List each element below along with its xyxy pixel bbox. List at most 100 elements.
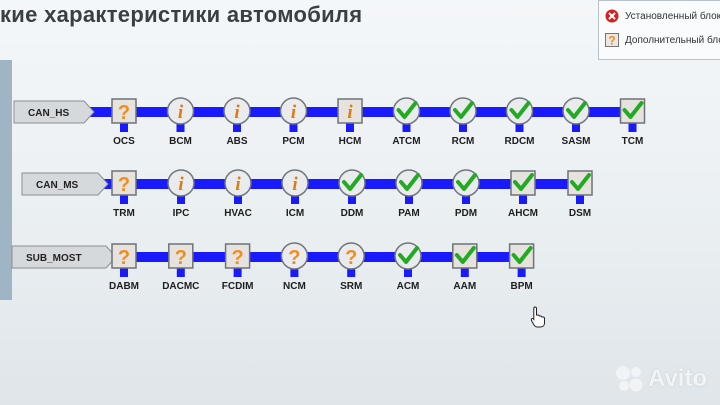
module-frame bbox=[224, 243, 251, 269]
module-frame bbox=[223, 97, 251, 125]
module-acm[interactable]: ACM bbox=[394, 242, 422, 292]
avito-dots-icon bbox=[616, 366, 643, 392]
module-connector bbox=[347, 267, 356, 277]
module-aam[interactable]: AAM bbox=[452, 243, 478, 292]
check-icon bbox=[456, 173, 477, 191]
module-connector bbox=[176, 122, 185, 132]
check-icon bbox=[396, 101, 418, 119]
info-icon: i bbox=[178, 174, 184, 195]
question-icon: ? bbox=[288, 247, 300, 269]
info-icon: i bbox=[178, 102, 184, 123]
bus-label-box bbox=[13, 100, 95, 124]
module-connector bbox=[291, 194, 299, 204]
module-sasm[interactable]: SASM bbox=[562, 97, 591, 147]
module-connector bbox=[572, 122, 580, 132]
module-label: RCM bbox=[452, 136, 475, 147]
module-connector bbox=[402, 122, 411, 132]
module-connector bbox=[404, 267, 412, 277]
module-connector bbox=[517, 267, 526, 277]
orange-question-icon: ? bbox=[605, 33, 619, 47]
module-label: PDM bbox=[455, 208, 477, 219]
info-icon: i bbox=[234, 102, 240, 123]
module-connector bbox=[515, 122, 524, 132]
question-icon: ? bbox=[118, 247, 130, 269]
module-label: SASM bbox=[562, 136, 591, 147]
page-title: кие характеристики автомобиля bbox=[0, 2, 363, 27]
module-dabm[interactable]: ?DABM bbox=[109, 243, 139, 292]
legend-panel: Установленный блок ? Дополнительный блок bbox=[598, 0, 720, 60]
module-ahcm[interactable]: AHCM bbox=[508, 170, 538, 219]
check-icon bbox=[342, 173, 363, 191]
info-icon: i bbox=[291, 102, 297, 123]
module-label: FCDIM bbox=[222, 281, 254, 292]
module-frame bbox=[337, 242, 365, 270]
module-label: AHCM bbox=[508, 208, 538, 219]
bus-label[interactable]: CAN_HS bbox=[13, 100, 95, 124]
question-icon: ? bbox=[118, 174, 130, 196]
red-x-icon bbox=[605, 9, 619, 23]
module-dacmc[interactable]: ?DACMC bbox=[162, 243, 199, 292]
module-connector bbox=[290, 267, 299, 277]
module-label: PAM bbox=[398, 208, 419, 219]
bus-label-text: SUB_MOST bbox=[26, 253, 82, 264]
module-connector bbox=[289, 122, 298, 132]
module-label: AAM bbox=[453, 281, 476, 292]
module-pdm[interactable]: PDM bbox=[452, 169, 480, 219]
module-ddm[interactable]: DDM bbox=[338, 169, 366, 219]
module-label: ABS bbox=[226, 136, 247, 147]
module-frame bbox=[167, 169, 195, 197]
module-dsm[interactable]: DSM bbox=[567, 170, 593, 219]
module-frame bbox=[280, 242, 309, 270]
avito-watermark: Avito bbox=[614, 364, 707, 394]
module-label: SRM bbox=[340, 281, 362, 292]
module-connector bbox=[176, 267, 185, 277]
module-trm[interactable]: ?TRM bbox=[111, 170, 137, 219]
check-icon bbox=[570, 173, 591, 191]
bus-label-text: CAN_HS bbox=[28, 108, 69, 119]
module-pam[interactable]: PAM bbox=[395, 169, 423, 219]
module-connector bbox=[405, 194, 413, 204]
module-connector bbox=[576, 194, 584, 204]
module-connector bbox=[348, 194, 356, 204]
module-rdcm[interactable]: RDCM bbox=[505, 97, 535, 147]
module-label: TCM bbox=[622, 136, 644, 147]
module-label: PCM bbox=[282, 136, 304, 147]
bus-label[interactable]: CAN_MS bbox=[21, 172, 109, 196]
module-label: IPC bbox=[173, 208, 190, 219]
bus-label[interactable]: SUB_MOST bbox=[11, 245, 117, 269]
module-label: RDCM bbox=[505, 136, 535, 147]
question-icon: ? bbox=[231, 247, 243, 269]
module-ncm[interactable]: ?NCM bbox=[280, 242, 309, 292]
module-ocs[interactable]: ?OCS bbox=[111, 98, 137, 147]
module-fcdim[interactable]: ? FCDIM bbox=[222, 243, 254, 292]
info-icon: i bbox=[235, 174, 241, 195]
module-label: BCM bbox=[169, 136, 192, 147]
legend-label-additional: Дополнительный блок bbox=[625, 34, 720, 46]
module-frame bbox=[111, 243, 137, 269]
module-bpm[interactable]: BPM bbox=[508, 243, 535, 292]
module-tcm[interactable]: TCM bbox=[619, 98, 646, 147]
module-connector bbox=[628, 122, 637, 132]
module-srm[interactable]: ?SRM bbox=[337, 242, 365, 292]
module-connector bbox=[120, 267, 128, 277]
avito-text: Avito bbox=[648, 365, 708, 392]
module-connector bbox=[233, 122, 241, 132]
check-icon bbox=[398, 246, 419, 264]
check-icon bbox=[399, 173, 420, 191]
module-frame bbox=[168, 243, 194, 269]
module-label: HVAC bbox=[224, 208, 252, 219]
module-frame bbox=[337, 98, 363, 124]
module-atcm[interactable]: ATCM bbox=[392, 97, 421, 147]
module-label: ICM bbox=[286, 208, 304, 219]
module-rcm[interactable]: RCM bbox=[449, 97, 477, 147]
check-icon bbox=[509, 101, 531, 119]
hand-pointer-icon bbox=[530, 306, 545, 328]
